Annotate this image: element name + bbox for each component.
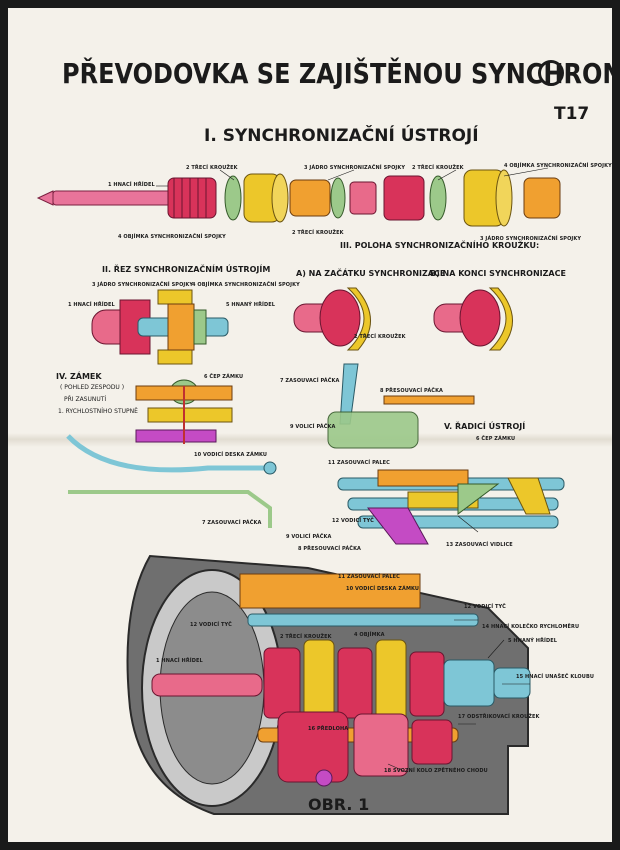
part-label: 2 TŘECÍ KROUŽEK bbox=[280, 634, 332, 640]
section-3b-heading: B) NA KONCI SYNCHRONIZACE bbox=[430, 269, 566, 278]
main-gear-stack bbox=[263, 639, 531, 727]
part-label: 17 ODSTŘIKOVACÍ KROUŽEK bbox=[458, 714, 540, 720]
shifting-mechanism bbox=[327, 363, 565, 545]
part-label: 2 TŘECÍ KROUŽEK bbox=[186, 165, 238, 171]
part-label: 4 OBJÍMKA SYNCHRONIZAČNÍ SPOJKY bbox=[118, 234, 226, 240]
exploded-synchronizer bbox=[36, 169, 561, 227]
technical-illustration bbox=[36, 167, 565, 815]
section-1-heading: I. SYNCHRONIZAČNÍ ÚSTROJÍ bbox=[204, 126, 479, 146]
lock-view bbox=[135, 379, 233, 444]
part-label: 3 JÁDRO SYNCHRONIZAČNÍ SPOJKY bbox=[304, 165, 406, 171]
part-label: 4 OBJÍMKA SYNCHRONIZAČNÍ SPOJKY bbox=[192, 282, 300, 288]
section-3-heading: III. POLOHA SYNCHRONIZAČNÍHO KROUŽKU: bbox=[340, 241, 540, 250]
part-label: 11 ZASOUVACÍ PALEC bbox=[328, 460, 390, 466]
part-label: 11 ZASOUVACÍ PALEC bbox=[338, 574, 400, 580]
part-label: 16 PŘEDLOHA bbox=[308, 726, 349, 732]
part-label: 13 ZASOUVACÍ VIDLICE bbox=[446, 542, 513, 548]
figure-caption: OBR. 1 bbox=[308, 795, 370, 814]
part-label: 3 JÁDRO SYNCHRONIZAČNÍ SPOJKY bbox=[92, 282, 194, 288]
part-label: 12 VODICÍ TYČ bbox=[332, 518, 374, 524]
poster: PŘEVODOVKA SE ZAJIŠTĚNOU SYNCHRONIZACÍ T… bbox=[8, 8, 612, 842]
section-4-note: ( POHLED ZESPODU ) bbox=[60, 384, 125, 391]
part-label: 2 TŘECÍ KROUŽEK bbox=[412, 165, 464, 171]
section-3a-heading: A) NA ZAČÁTKU SYNCHRONIZACE bbox=[296, 269, 446, 278]
part-label: 5 HNANÝ HŘÍDEL bbox=[508, 638, 558, 644]
part-label: 1 HNACÍ HŘÍDEL bbox=[108, 182, 155, 188]
gearbox-cutaway bbox=[126, 554, 531, 815]
synchronizer-section bbox=[91, 289, 229, 365]
part-label: 2 TŘECÍ KROUŽEK bbox=[354, 334, 406, 340]
part-label: 10 VODICÍ DESKA ZÁMKU bbox=[194, 452, 268, 458]
poster-code: T17 bbox=[554, 104, 590, 124]
part-label: 6 ČEP ZÁMKU bbox=[476, 436, 516, 442]
leader-lines bbox=[156, 167, 549, 773]
part-label: 15 HNACÍ UNAŠEČ KLOUBU bbox=[516, 674, 595, 680]
part-label: 2 TŘECÍ KROUŽEK bbox=[292, 230, 344, 236]
section-4-note: 1. RYCHLOSTNÍHO STUPNĚ bbox=[58, 408, 138, 415]
part-label: 9 VOLICÍ PÁČKA bbox=[290, 424, 336, 430]
part-label: 10 VODICÍ DESKA ZÁMKU bbox=[346, 586, 420, 592]
part-label: 14 HNACÍ KOLEČKO RYCHLOMĚRU bbox=[482, 624, 580, 630]
part-label: 7 ZASOUVACÍ PÁČKA bbox=[280, 378, 340, 384]
skoda-logo-icon bbox=[538, 60, 564, 86]
part-label: 8 PŘESOUVACÍ PÁČKA bbox=[298, 546, 362, 552]
section-4-heading: IV. ZÁMEK bbox=[56, 372, 102, 381]
ring-position-b bbox=[433, 287, 513, 351]
part-label: 6 ČEP ZÁMKU bbox=[204, 374, 244, 380]
poster-title: PŘEVODOVKA SE ZAJIŠTĚNOU SYNCHRONIZACÍ bbox=[62, 57, 612, 91]
ring-position-a bbox=[293, 287, 371, 351]
section-5-heading: V. ŘADICÍ ÚSTROJÍ bbox=[444, 422, 526, 431]
part-label: 5 HNANÝ HŘÍDEL bbox=[226, 302, 276, 308]
shift-linkage bbox=[66, 434, 277, 528]
part-label: 1 HNACÍ HŘÍDEL bbox=[156, 658, 203, 664]
part-label: 8 PŘESOUVACÍ PÁČKA bbox=[380, 388, 444, 394]
part-label: 12 VODICÍ TYČ bbox=[190, 622, 232, 628]
part-label: 3 JÁDRO SYNCHRONIZAČNÍ SPOJKY bbox=[480, 236, 582, 242]
part-label: 4 OBJÍMKA SYNCHRONIZAČNÍ SPOJKY bbox=[504, 163, 612, 169]
part-label: 4 OBJÍMKA bbox=[354, 632, 385, 638]
part-label: 1 HNACÍ HŘÍDEL bbox=[68, 302, 115, 308]
section-2-heading: II. ŘEZ SYNCHRONIZAČNÍM ÚSTROJÍM bbox=[102, 265, 271, 274]
part-label: 18 SVOZNÍ KOLO ZPĚTNÉHO CHODU bbox=[384, 768, 488, 774]
part-label: 12 VODICÍ TYČ bbox=[464, 604, 506, 610]
part-label: 9 VOLICÍ PÁČKA bbox=[286, 534, 332, 540]
section-4-note: PŘI ZASUNUTÍ bbox=[64, 396, 107, 403]
part-label: 7 ZASOUVACÍ PÁČKA bbox=[202, 520, 262, 526]
